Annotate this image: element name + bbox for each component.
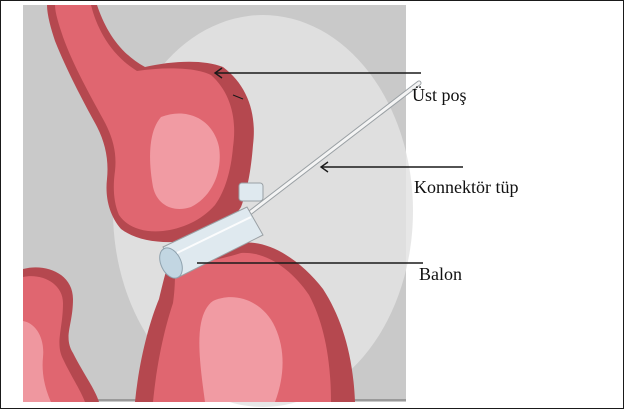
connector-tube-label: Konnektör tüp: [414, 178, 518, 196]
balloon-label: Balon: [419, 265, 462, 283]
upper-pouch-label: Üst poş: [412, 86, 467, 104]
